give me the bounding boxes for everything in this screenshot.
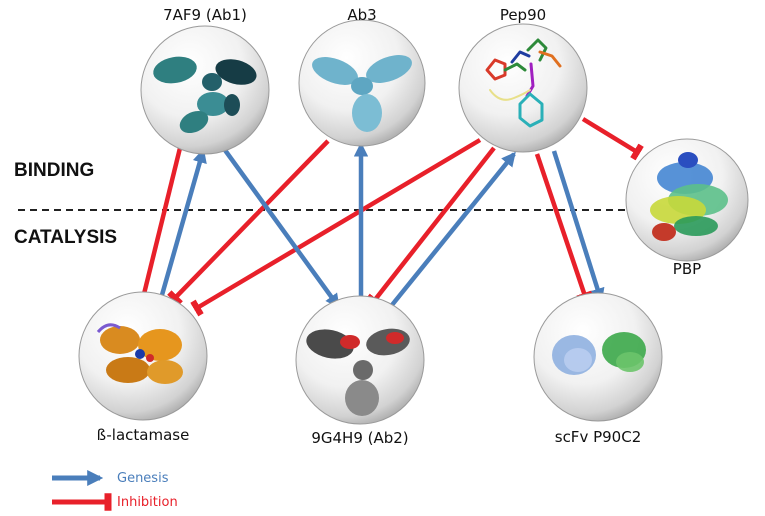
peptide-structure-icon: [485, 38, 562, 128]
legend: Genesis Inhibition: [52, 469, 178, 511]
antibody-structure-icon: [312, 55, 412, 132]
legend-inhibition-label: Inhibition: [117, 495, 178, 510]
node-beta-lactamase: ß-lactamase: [78, 291, 208, 444]
node-ab1: 7AF9 (Ab1): [140, 6, 270, 155]
node-pep90: Pep90: [458, 6, 588, 153]
node-label-scfv: scFv P90C2: [555, 428, 641, 446]
node-label-ab2: 9G4H9 (Ab2): [311, 429, 408, 447]
protein-structure-icon: [552, 332, 646, 375]
node-label-pep90: Pep90: [500, 6, 546, 24]
inhibition-ab1-to-beta-lactamase: [134, 147, 183, 303]
node-label-ab3: Ab3: [347, 6, 376, 24]
genesis-beta-lactamase-to-ab1: [157, 148, 207, 303]
genesis-pep90-to-scfv: [551, 150, 605, 303]
antibody-structure-icon: [153, 56, 257, 134]
inhibition-pep90-to-pbp: [581, 117, 644, 161]
node-ab3: Ab3: [298, 6, 426, 147]
binding-zone-label: BINDING: [14, 160, 94, 181]
node-pbp: PBP: [625, 138, 749, 278]
catalysis-zone-label: CATALYSIS: [14, 227, 117, 248]
protein-structure-icon: [96, 323, 183, 384]
antibody-structure-icon: [306, 328, 410, 416]
legend-genesis-label: Genesis: [117, 471, 169, 486]
node-label-beta-lactamase: ß-lactamase: [97, 426, 190, 444]
inhibition-pep90-to-ab2: [365, 146, 496, 309]
node-ab2: 9G4H9 (Ab2): [295, 295, 425, 447]
protein-structure-icon: [650, 152, 728, 241]
inhibition-ab3-to-beta-lactamase: [167, 139, 330, 306]
node-scfv: scFv P90C2: [533, 292, 663, 446]
node-label-ab1: 7AF9 (Ab1): [163, 6, 247, 24]
node-label-pbp: PBP: [673, 260, 701, 278]
inhibition-pep90-to-beta-lactamase: [190, 138, 482, 317]
genesis-ab1-to-ab2: [220, 144, 340, 309]
inhibition-pep90-to-scfv: [534, 153, 594, 302]
genesis-ab2-to-pep90: [390, 151, 516, 307]
